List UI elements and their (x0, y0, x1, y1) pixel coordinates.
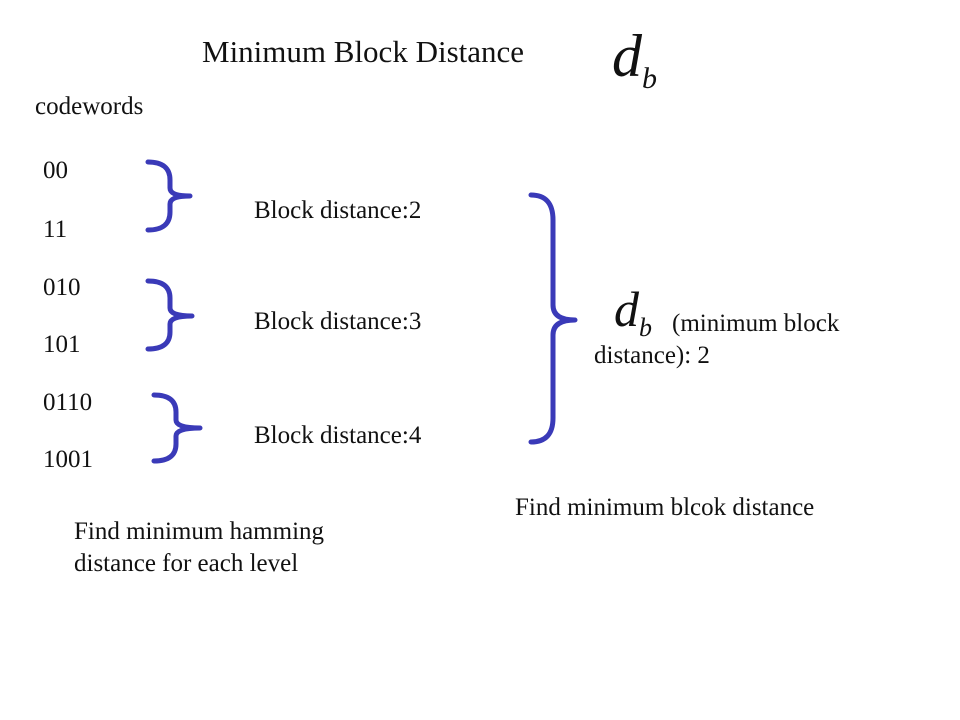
page-title: Minimum Block Distance (202, 34, 525, 69)
brace-right (145, 278, 195, 352)
codeword-item: 101 (43, 331, 81, 358)
codeword-item: 010 (43, 274, 81, 301)
note-right: Find minimum blcok distance (515, 494, 815, 521)
brace-right (145, 159, 193, 233)
db-symbol-sub: b (642, 62, 657, 95)
codeword-item: 00 (43, 157, 68, 184)
note-left: Find minimum hamming distance for each l… (74, 518, 325, 577)
block-distance-label: Block distance:2 (254, 197, 422, 224)
db-symbol-result: db (614, 280, 652, 342)
block-distance-label: Block distance:3 (254, 308, 422, 335)
codeword-item: 0110 (43, 389, 93, 416)
brace-large (528, 192, 578, 445)
block-distance-label: Block distance:4 (254, 422, 422, 449)
db-symbol-sub: b (639, 313, 652, 342)
codeword-item: 1001 (43, 446, 93, 473)
db-symbol-title: db (612, 22, 657, 95)
brace-right (151, 392, 203, 464)
codewords-label: codewords (35, 93, 144, 120)
db-symbol-base: d (614, 281, 639, 337)
db-symbol-base: d (612, 23, 642, 89)
codeword-item: 11 (43, 216, 68, 243)
result-text: (minimum block distance): 2 (594, 310, 840, 369)
